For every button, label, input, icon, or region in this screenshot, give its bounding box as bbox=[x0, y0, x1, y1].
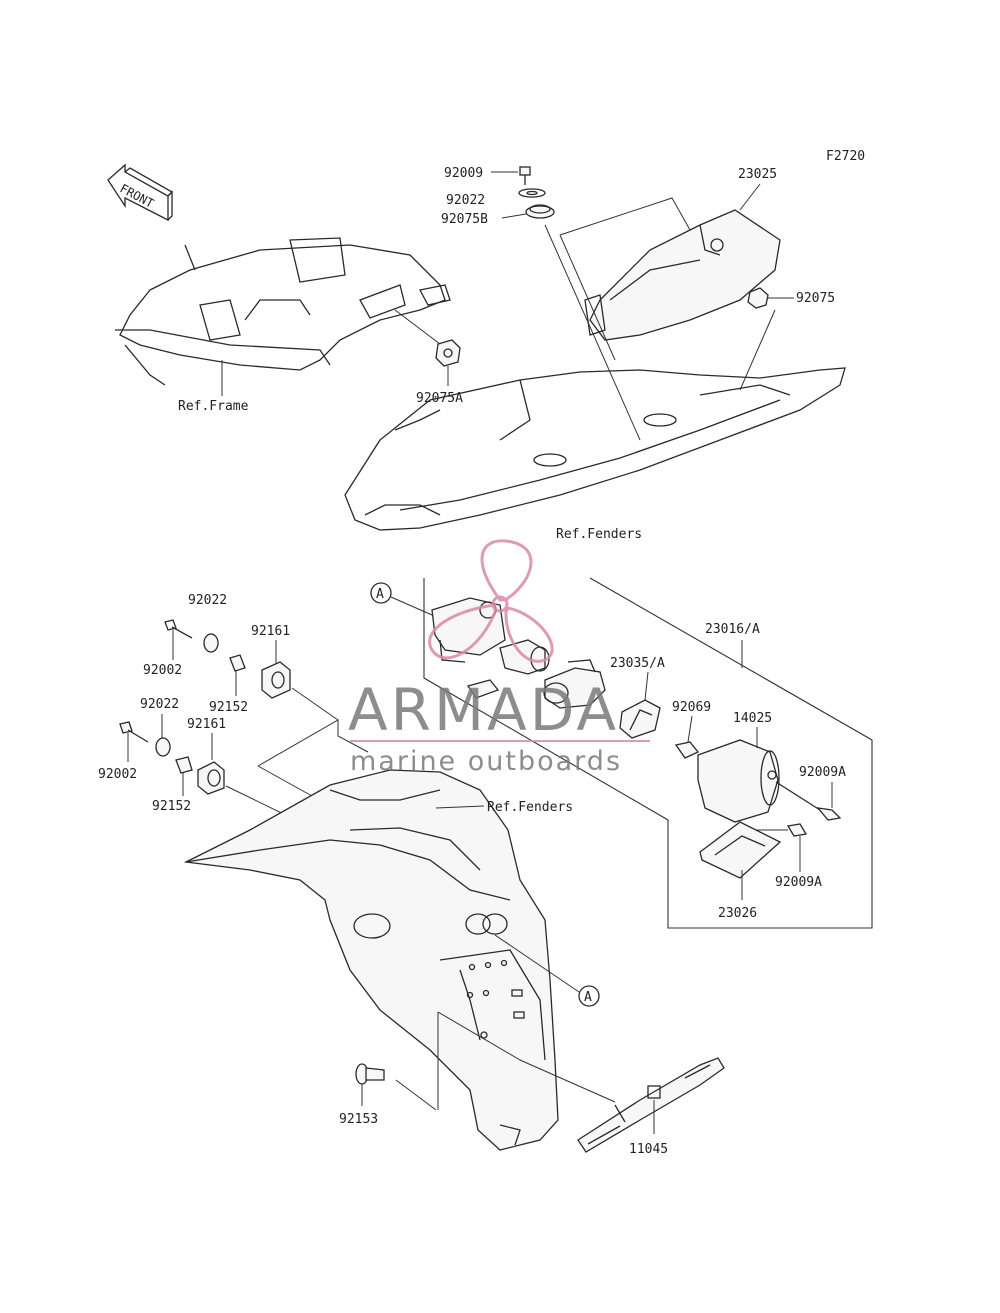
washer-92022-b bbox=[155, 737, 171, 757]
svg-text:A: A bbox=[376, 587, 384, 602]
label-92009a-2: 92009A bbox=[775, 875, 822, 890]
bolt-92002-a bbox=[164, 619, 193, 639]
label-92002-b: 92002 bbox=[98, 767, 137, 782]
label-92022-top: 92022 bbox=[446, 193, 485, 208]
callout-a-bottom: A bbox=[578, 985, 600, 1007]
watermark-tagline: marine outboards bbox=[350, 746, 622, 777]
washer-92022-top bbox=[518, 188, 546, 198]
label-23016a: 23016/A bbox=[705, 622, 760, 637]
watermark: ARMADA marine outboards bbox=[348, 539, 650, 777]
clip-23035a bbox=[619, 699, 661, 739]
fender-lower bbox=[183, 769, 559, 1151]
label-92152-a: 92152 bbox=[209, 700, 248, 715]
rubber-92161-a bbox=[261, 661, 291, 699]
label-92069: 92069 bbox=[672, 700, 711, 715]
washer-92022-a bbox=[203, 633, 219, 653]
label-92075: 92075 bbox=[796, 291, 835, 306]
bolt-92009 bbox=[519, 166, 531, 185]
ref-fenders-lower-label: Ref.Fenders bbox=[487, 800, 573, 815]
front-arrow-icon: FRONT bbox=[107, 163, 174, 222]
nut-92075a bbox=[435, 339, 461, 367]
bulb-92069 bbox=[674, 741, 700, 759]
frame-assembly bbox=[115, 237, 451, 386]
label-23026: 23026 bbox=[718, 906, 757, 921]
grommet-92075b bbox=[525, 204, 555, 219]
socket-23035a bbox=[543, 659, 606, 709]
label-92022-a: 92022 bbox=[188, 593, 227, 608]
collar-92152-b bbox=[175, 756, 193, 774]
assembly-box-23016a bbox=[423, 577, 873, 929]
watermark-brand: ARMADA bbox=[348, 676, 619, 744]
callout-a-top: A bbox=[370, 582, 392, 604]
label-92075b: 92075B bbox=[441, 212, 488, 227]
grommet-92075 bbox=[747, 287, 769, 309]
collar-92152-a bbox=[229, 654, 246, 672]
label-92153: 92153 bbox=[339, 1112, 378, 1127]
figure-code: F2720 bbox=[826, 149, 865, 164]
connector bbox=[466, 679, 500, 699]
label-23025: 23025 bbox=[738, 167, 777, 182]
lens-14025 bbox=[697, 739, 780, 832]
ref-fenders-upper-label: Ref.Fenders bbox=[556, 527, 642, 542]
label-92002-a: 92002 bbox=[143, 663, 182, 678]
label-92009a-1: 92009A bbox=[799, 765, 846, 780]
label-92009: 92009 bbox=[444, 166, 483, 181]
screw-92009a-1 bbox=[775, 781, 842, 821]
bolt-92002-b bbox=[119, 721, 149, 743]
bracket-11045 bbox=[577, 1057, 725, 1153]
label-92022-b: 92022 bbox=[140, 697, 179, 712]
bracket-23025 bbox=[584, 209, 781, 341]
fender-upper bbox=[344, 367, 846, 531]
bolt-92153 bbox=[355, 1063, 385, 1085]
taillight-housing bbox=[431, 597, 506, 663]
ref-frame-label: Ref.Frame bbox=[178, 399, 249, 414]
label-11045: 11045 bbox=[629, 1142, 668, 1157]
propeller-logo-icon bbox=[428, 539, 554, 663]
screw-92009a-2 bbox=[786, 823, 808, 837]
svg-text:A: A bbox=[584, 990, 592, 1005]
label-23035a: 23035/A bbox=[610, 656, 665, 671]
label-92161-b: 92161 bbox=[187, 717, 226, 732]
reflector-23026 bbox=[699, 821, 782, 879]
rubber-92161-b bbox=[197, 761, 225, 795]
label-92161-a: 92161 bbox=[251, 624, 290, 639]
label-92152-b: 92152 bbox=[152, 799, 191, 814]
label-14025: 14025 bbox=[733, 711, 772, 726]
